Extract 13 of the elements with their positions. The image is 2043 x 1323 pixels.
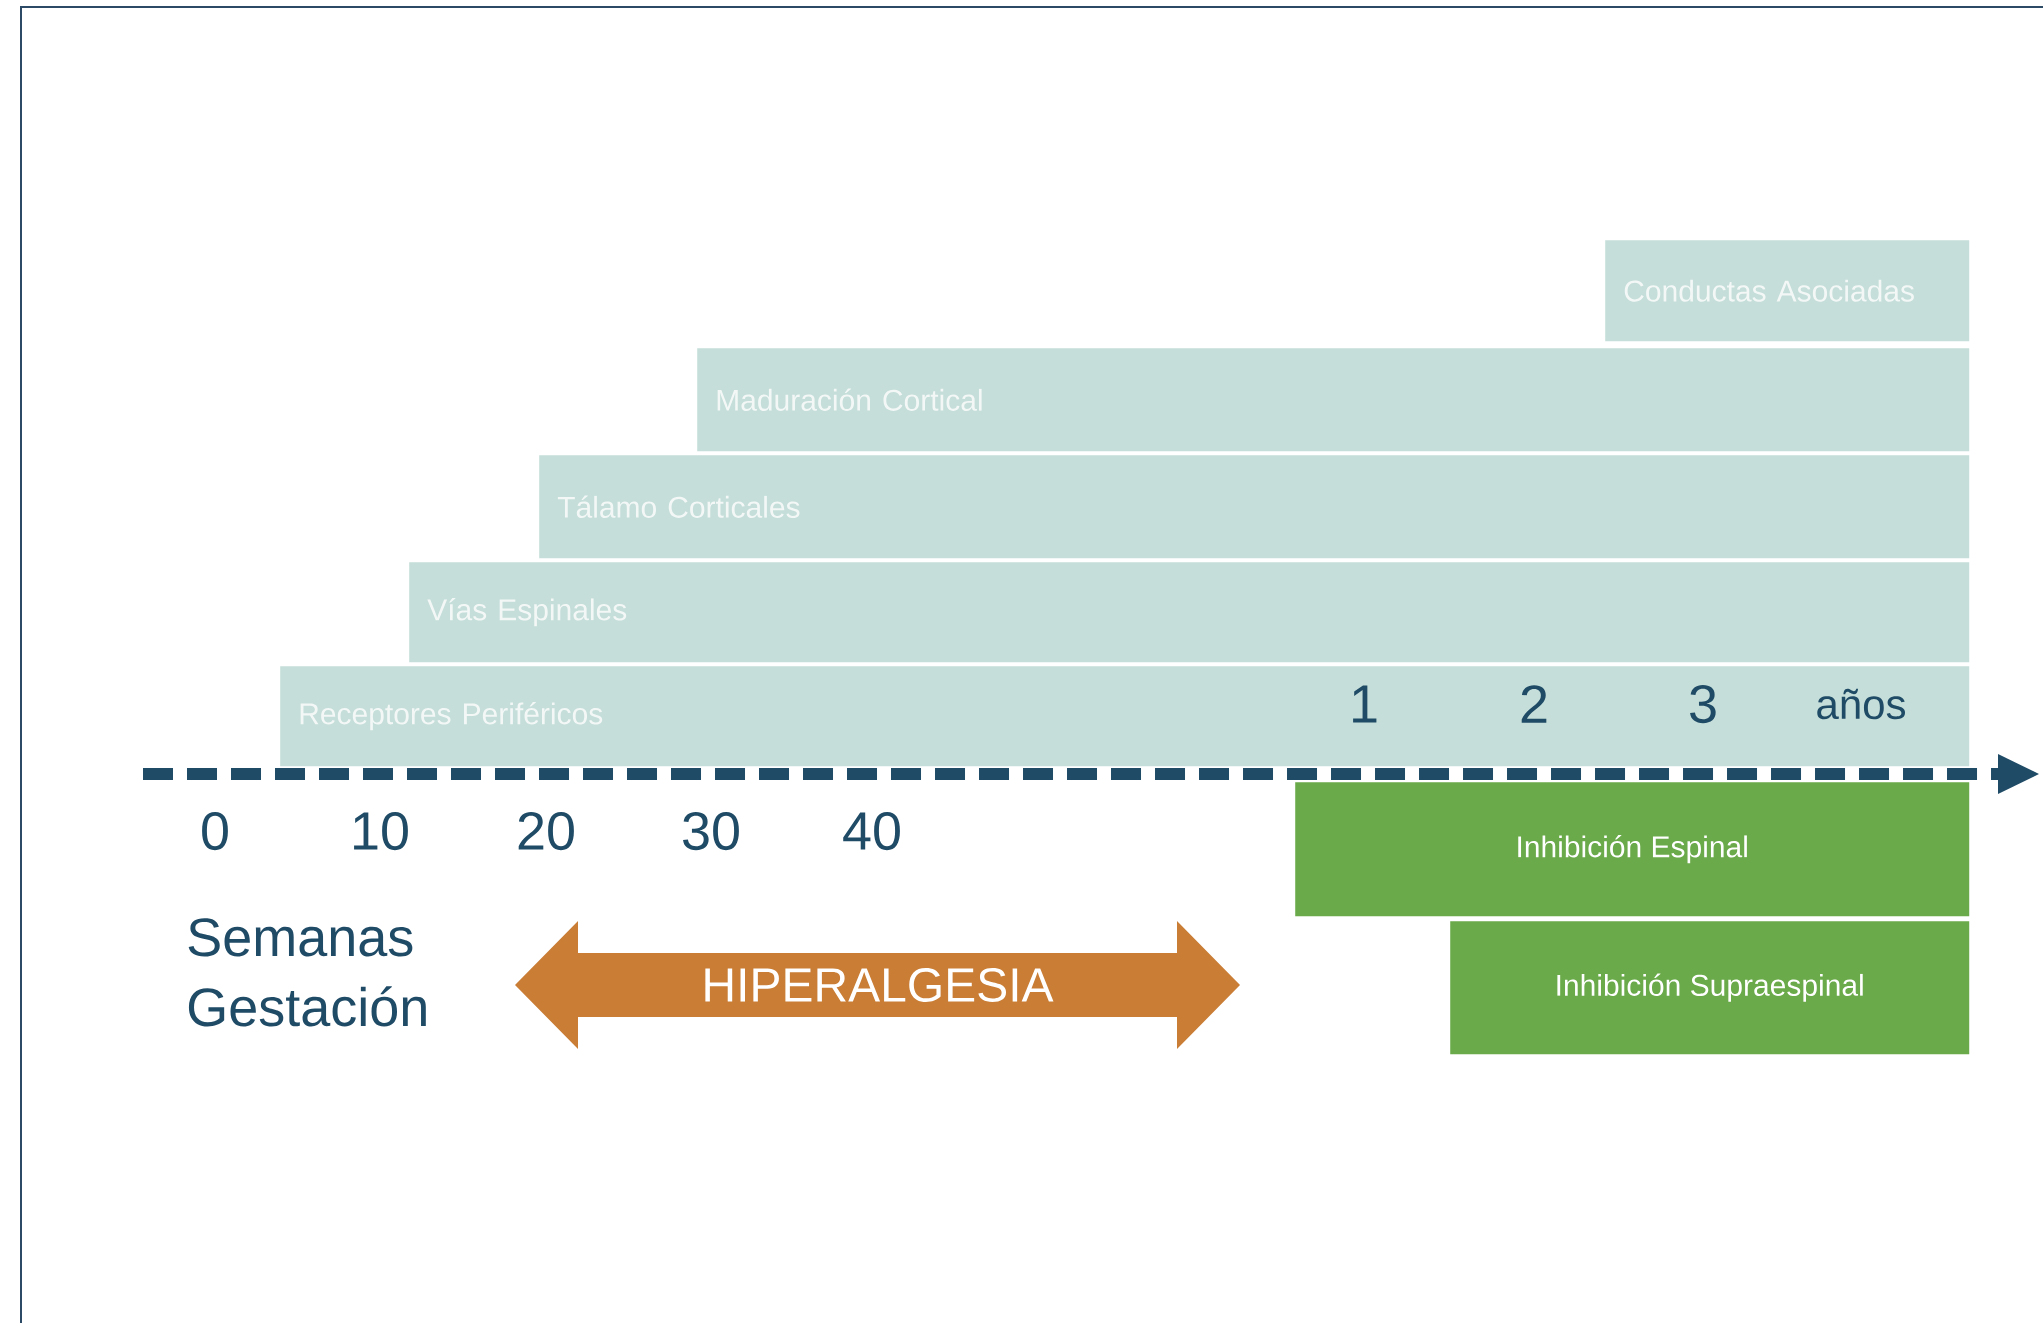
tick-label: 30 (683, 811, 739, 851)
year-number: 2 (1521, 685, 1547, 723)
tick-label: 10 (354, 811, 408, 851)
double-arrow-band: HIPERALGESIA (515, 921, 1240, 1049)
inhibition-box: Inhibición Espinal (1295, 782, 1970, 917)
axis-title: Semanas Gestación (188, 918, 426, 1027)
tick-label: 40 (843, 811, 900, 851)
year-number: 3 (1690, 684, 1716, 724)
tick-label: 20 (518, 811, 574, 851)
inhibition-box: Inhibición Supraespinal (1450, 921, 1970, 1055)
unit-label: años (1817, 688, 1905, 720)
tick-label: 0 (202, 811, 228, 851)
year-number: 1 (1353, 685, 1377, 723)
